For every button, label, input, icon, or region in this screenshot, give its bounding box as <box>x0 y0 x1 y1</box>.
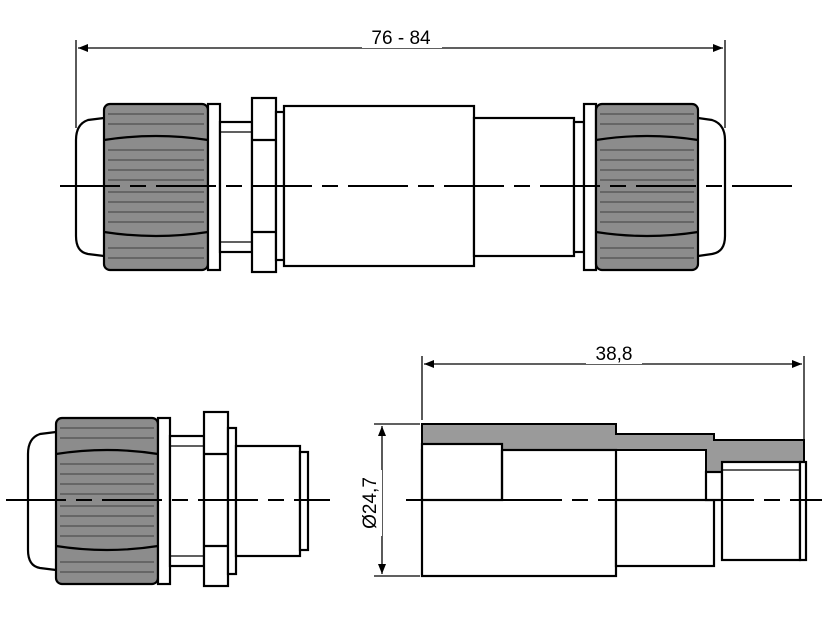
dim-text-bg <box>362 24 442 48</box>
left-gland-nut <box>102 102 222 272</box>
dia-text-bg <box>358 470 382 536</box>
bl-cable-cap <box>26 430 57 572</box>
right-nut-flat-edges <box>595 134 699 238</box>
overall-length-label: 76 - 84 <box>371 28 431 49</box>
bl-nut-ribs <box>60 427 154 573</box>
section-thread-end <box>798 460 808 562</box>
right-nut-ribs <box>600 113 694 259</box>
section-inner-step <box>420 442 504 502</box>
bottom-left-view <box>6 410 330 588</box>
top-connector-view: 76 - 84 <box>60 24 800 274</box>
sec-dim-text-bg <box>586 340 642 364</box>
section-diameter-label: Ø24,7 <box>360 477 381 529</box>
left-cable-cap <box>74 116 105 258</box>
section-groove <box>704 470 724 502</box>
bl-nut-flat-edges <box>55 448 159 552</box>
right-cable-cap <box>697 116 727 258</box>
section-thread <box>720 460 802 562</box>
section-mid-body <box>614 498 716 568</box>
left-nut-flat-edges <box>103 134 209 238</box>
bottom-right-section-view: 38,8 Ø24,7 <box>358 340 822 578</box>
section-length-label: 38,8 <box>596 344 633 365</box>
